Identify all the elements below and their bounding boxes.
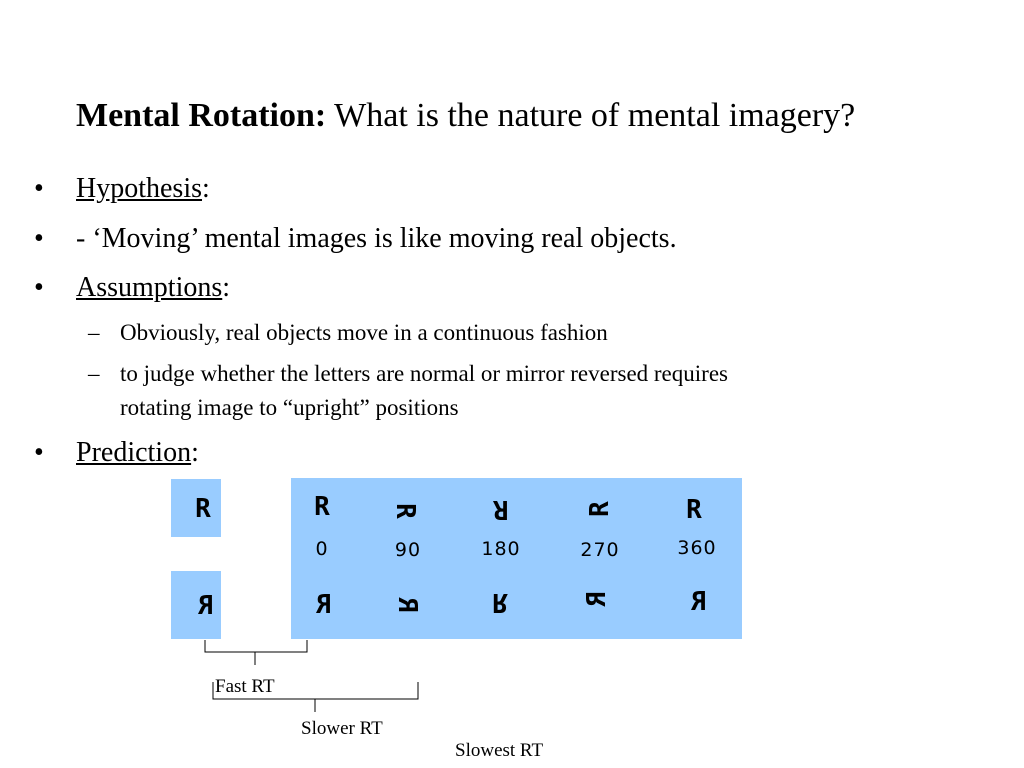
prediction-label: Prediction xyxy=(76,437,192,468)
hypothesis-colon: : xyxy=(202,173,210,204)
angle-0: 0 xyxy=(315,538,329,560)
title-rest: What is the nature of mental imagery? xyxy=(326,97,856,134)
reference-mirror-panel xyxy=(171,571,221,639)
letter-glyph: R xyxy=(195,494,211,524)
sub-dash: – xyxy=(88,320,100,345)
sub-dash: – xyxy=(88,361,100,386)
letter-glyph: R xyxy=(686,495,702,525)
slide-title: Mental Rotation: What is the nature of m… xyxy=(76,96,855,137)
angle-90: 90 xyxy=(394,539,422,561)
reference-normal-panel xyxy=(171,479,221,537)
angle-270: 270 xyxy=(580,539,620,561)
assumptions-label: Assumptions xyxy=(76,272,223,303)
title-bold: Mental Rotation: xyxy=(76,97,327,134)
moving-text: - ‘Moving’ mental images is like moving … xyxy=(76,223,677,254)
assumptions-colon: : xyxy=(222,272,231,303)
assumption-1-text: Obviously, real objects move in a contin… xyxy=(120,320,608,345)
letter-normal-reference: R xyxy=(183,496,223,522)
bullet-dot: • xyxy=(34,173,44,204)
slowest-rt-label: Slowest RT xyxy=(455,740,544,761)
angle-360: 360 xyxy=(677,537,717,559)
letter-normal-360: R xyxy=(674,497,714,523)
hypothesis-label: Hypothesis xyxy=(76,173,202,204)
letter-glyph: R xyxy=(314,492,330,522)
bullet-dot: • xyxy=(34,223,44,254)
bullet-dot: • xyxy=(34,437,44,468)
angle-180: 180 xyxy=(481,538,521,560)
prediction-colon: : xyxy=(191,437,199,468)
fast-rt-label: Fast RT xyxy=(215,676,275,697)
assumption-2-text-cont: rotating image to “upright” positions xyxy=(120,395,459,420)
slower-rt-label: Slower RT xyxy=(301,718,383,739)
assumption-2-text: to judge whether the letters are normal … xyxy=(120,361,728,386)
fast-rt-bracket xyxy=(204,640,308,653)
rotation-panel xyxy=(291,478,742,639)
bullet-dot: • xyxy=(34,272,44,303)
letter-normal-0: R xyxy=(302,494,342,520)
